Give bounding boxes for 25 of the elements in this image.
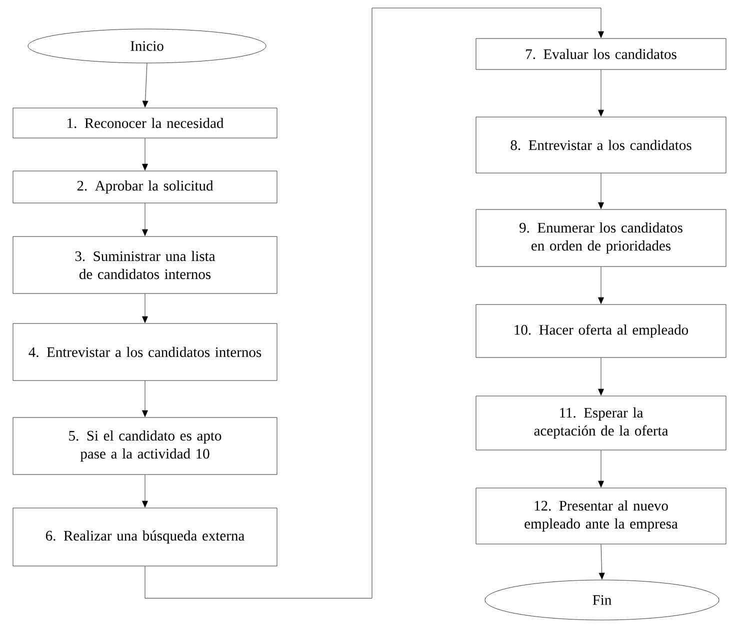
process-box: 7. Evaluar los candidatos	[476, 38, 726, 70]
process-box: 8. Entrevistar a los candidatos	[476, 116, 726, 174]
arrow	[142, 63, 148, 108]
process-box: 9. Enumerar los candidatos en orden de prioridades	[476, 209, 726, 267]
process-box: 5. Si el candidato es apto pase a la actividad 10	[12, 417, 278, 475]
process-box: 10. Hacer oferta al empleado	[476, 304, 726, 358]
arrow	[142, 138, 148, 170]
arrow	[598, 173, 604, 209]
process-box: 1. Reconocer la necesidad	[12, 108, 278, 138]
arrow	[598, 544, 605, 580]
process-box: 6. Realizar una búsqueda externa	[12, 508, 278, 566]
arrow	[142, 380, 148, 417]
process-box: 12. Presentar al nuevo empleado ante la empresa	[476, 488, 726, 544]
process-box: 3. Suministrar una lista de candidatos internos	[12, 236, 278, 294]
process-box: 11. Esperar la aceptación de la oferta	[476, 396, 726, 450]
arrow	[142, 203, 148, 236]
arrow	[598, 450, 604, 488]
arrow	[598, 70, 604, 116]
process-box: 4. Entrevistar a los candidatos internos	[12, 323, 278, 381]
arrow	[142, 474, 148, 508]
arrow	[598, 358, 604, 396]
arrow	[598, 266, 604, 304]
arrow	[144, 8, 604, 598]
process-box: 2. Aprobar la solicitud	[12, 170, 278, 204]
arrow	[142, 294, 148, 323]
